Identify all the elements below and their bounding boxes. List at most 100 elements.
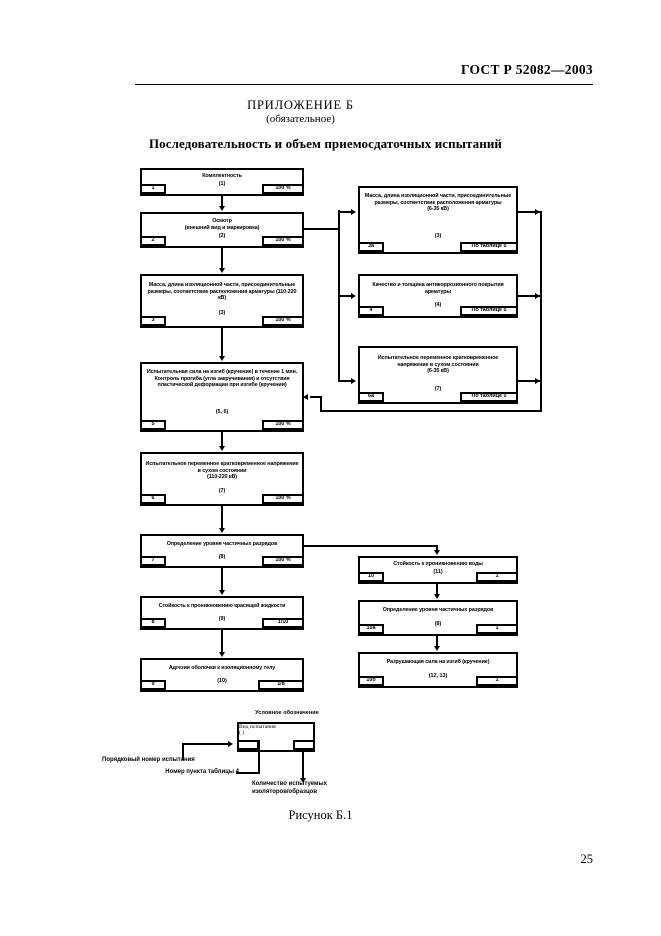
edge-10a-10b-arrow: [433, 646, 440, 651]
legend-cell-qty: [293, 740, 315, 750]
flow-node-10b-num: 10б: [358, 676, 384, 686]
flow-node-3-num: 3: [140, 316, 166, 326]
flow-node-10b-clause: (12, 13): [428, 673, 448, 679]
edge-8-9-arrow: [218, 652, 225, 657]
flow-node-4-num: 4: [358, 306, 384, 316]
edge-8-9: [221, 630, 223, 652]
legend-box: Вид испытания ( ): [237, 722, 315, 752]
flow-node-6a-clause: (7): [434, 386, 442, 392]
flow-node-8-num: 8: [140, 618, 166, 628]
edge-5-6: [221, 432, 223, 446]
edge-6-7-arrow: [218, 528, 225, 533]
edge-return-bottom-h: [320, 410, 542, 412]
flow-node-2: Осмотр (внешний вид и маркировка) (2) 2 …: [140, 212, 304, 248]
edge-4-return: [518, 295, 542, 297]
edge-4-return-arrow: [535, 292, 540, 299]
flow-node-10b-text: Разрушающая сила на изгиб (кручение): [386, 659, 490, 665]
flow-node-1-qty: 100 %: [262, 184, 304, 194]
edge-3a-return-arrow: [535, 208, 540, 215]
legend-cell-num: [237, 740, 259, 750]
figure-title: Последовательность и объем приемосдаточн…: [148, 136, 503, 151]
edge-10a-10b: [436, 636, 438, 646]
legend-pointer-clause-h: [236, 772, 260, 774]
flow-node-6: Испытательное переменное кратковременное…: [140, 452, 304, 506]
edge-7-8: [221, 568, 223, 590]
legend-pointer-num-h: [182, 743, 230, 745]
flow-node-3-clause: (3): [218, 310, 226, 316]
flow-node-5: Испытательная сила на изгиб (кручение) в…: [140, 362, 304, 432]
flow-node-9-clause: (10): [217, 678, 227, 684]
flow-node-1: Комплектность (1) 1 100 %: [140, 168, 304, 196]
flow-node-6-qty: 100 %: [262, 494, 304, 504]
flow-node-3a: Масса, длина изоляционной части, присоед…: [358, 186, 518, 254]
legend-pointer-qty-v: [302, 752, 304, 780]
edge-6a-return: [518, 380, 542, 382]
flow-node-8-qty: 1/10: [262, 618, 304, 628]
edge-10-10a: [436, 584, 438, 594]
flow-node-3a-text: Масса, длина изоляционной части, присоед…: [364, 193, 512, 213]
page-number: 25: [580, 852, 594, 866]
flow-node-1-clause: (1): [218, 181, 226, 187]
flow-node-10a-num: 10а: [358, 624, 384, 634]
edge-branch-6a: [338, 380, 352, 382]
edge-7-10-arrow: [433, 550, 440, 555]
flow-node-9: Адгезия оболочки к изоляционному телу (1…: [140, 658, 304, 692]
legend-label-clause: Номер пункта таблицы 4: [165, 769, 239, 775]
flow-node-2-qty: 100 %: [262, 236, 304, 246]
header-rule: [135, 84, 593, 85]
flow-node-6-text: Испытательное переменное кратковременное…: [145, 461, 299, 481]
edge-6-7: [221, 506, 223, 528]
flow-node-3: Масса, длина изоляционной части, присоед…: [140, 274, 304, 328]
edge-branch-6a-arrow: [351, 377, 356, 384]
legend-label-qty: Количество испытуемых изоляторов/образцо…: [252, 781, 327, 795]
flow-node-10b-qty: 1: [476, 676, 518, 686]
edge-branch-4: [338, 295, 352, 297]
flow-node-1-num: 1: [140, 184, 166, 194]
flow-node-10b: Разрушающая сила на изгиб (кручение) (12…: [358, 652, 518, 688]
flow-node-5-text: Испытательная сила на изгиб (кручение) в…: [146, 369, 298, 389]
legend-label-num: Порядковый номер испытания: [102, 757, 195, 763]
flow-node-2-text: Осмотр (внешний вид и маркировка): [184, 218, 260, 231]
flow-node-10-text: Стойкость к проникновению воды: [393, 561, 483, 567]
flow-node-7-num: 7: [140, 556, 166, 566]
flow-node-6-num: 6: [140, 494, 166, 504]
edge-5-6-arrow: [218, 446, 225, 451]
edge-2-3-arrow: [218, 268, 225, 273]
flow-node-9-text: Адгезия оболочки к изоляционному телу: [168, 665, 276, 671]
appendix-title: ПРИЛОЖЕНИЕ Б: [247, 98, 354, 112]
edge-return-up-v: [320, 396, 322, 412]
flow-node-6a-qty: По таблице 5: [460, 392, 518, 402]
edge-3-5-arrow: [218, 356, 225, 361]
flow-node-6-clause: (7): [218, 488, 226, 494]
flow-node-10-qty: 1: [476, 572, 518, 582]
flow-node-6a-text: Испытательное переменное кратковременное…: [377, 355, 499, 375]
edge-branch-3a-arrow: [351, 208, 356, 215]
legend-box-clause: ( ): [239, 730, 245, 736]
flow-node-10a-clause: (8): [434, 621, 442, 627]
flow-node-3-text: Масса, длина изоляционной части, присоед…: [147, 282, 297, 302]
edge-2-branch-h: [304, 228, 340, 230]
flow-node-8: Стойкость к проникновению красящей жидко…: [140, 596, 304, 630]
flow-node-4-text: Качество и толщина антикоррозионного пок…: [372, 282, 504, 295]
appendix-note: (обязательное): [266, 113, 335, 125]
flow-node-10-clause: (11): [433, 569, 443, 575]
edge-3a-return: [518, 211, 542, 213]
flow-node-10-num: 10: [358, 572, 384, 582]
flow-node-7-text: Определение уровня частичных разрядов: [166, 541, 278, 547]
edge-branch-4-arrow: [351, 292, 356, 299]
flow-node-6a: Испытательное переменное кратковременное…: [358, 346, 518, 404]
edge-3-5: [221, 328, 223, 356]
flow-node-8-clause: (9): [218, 616, 226, 622]
flow-node-3a-clause: (3): [434, 233, 442, 239]
flow-node-3a-num: 3а: [358, 242, 384, 252]
edge-return-bus-v: [540, 211, 542, 411]
figure-caption: Рисунок Б.1: [288, 808, 353, 822]
flow-node-2-num: 2: [140, 236, 166, 246]
edge-7-8-arrow: [218, 590, 225, 595]
edge-1-2: [221, 196, 223, 208]
legend-pointer-num-v: [182, 743, 184, 760]
flow-node-3a-qty: По таблице 5: [460, 242, 518, 252]
legend-box-text: Вид испытания: [239, 724, 276, 730]
flow-node-3-qty: 100 %: [262, 316, 304, 326]
